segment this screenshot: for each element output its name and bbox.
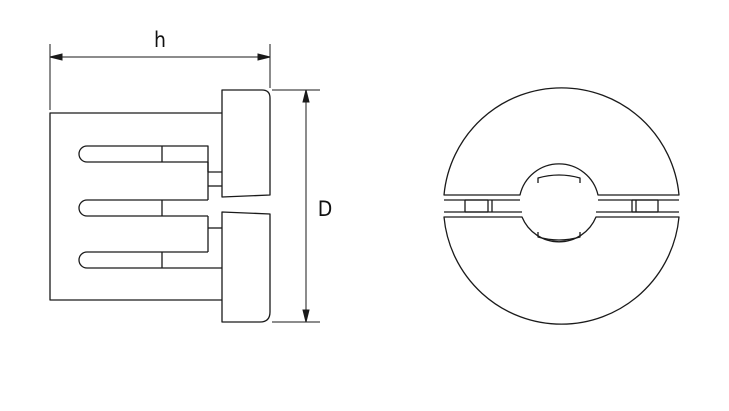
bore-clip-lower xyxy=(537,232,581,241)
prong-lower xyxy=(78,251,222,269)
dimension-h xyxy=(49,44,271,110)
head-lower xyxy=(221,211,271,323)
prong-upper xyxy=(78,145,222,173)
bore-clip-upper xyxy=(537,174,581,183)
dimension-h-arrow-right xyxy=(257,53,271,61)
front-lower-half xyxy=(443,216,680,325)
front-upper-half xyxy=(443,87,680,196)
dimension-h-label: h xyxy=(154,28,166,52)
dimension-h-arrow-left xyxy=(49,53,63,61)
head-upper xyxy=(221,89,271,198)
body-outline xyxy=(49,112,222,301)
dimension-d-label: D xyxy=(318,197,333,221)
front-view xyxy=(443,87,680,325)
prong-middle xyxy=(78,199,208,217)
dimension-d-arrow-top xyxy=(302,89,310,103)
side-view xyxy=(49,89,271,323)
dimension-d-arrow-bottom xyxy=(302,309,310,323)
dimension-d xyxy=(272,89,320,323)
rib-left-box xyxy=(465,199,488,213)
